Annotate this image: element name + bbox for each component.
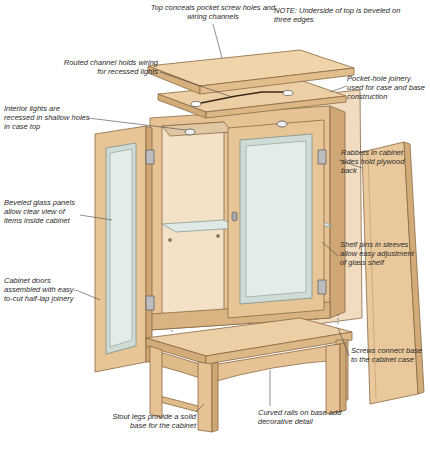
callout-label: Beveled glass panels allow clear view of… xyxy=(4,198,82,225)
callout-label: NOTE: Underside of top is beveled on thr… xyxy=(274,6,404,24)
callout-label: Stout legs provide a solid base for the … xyxy=(96,412,196,430)
callout-label: Screws connect base to the cabinet case xyxy=(351,346,427,364)
callout-label: Rabbets in cabinet sides hold plywood ba… xyxy=(341,148,421,175)
callout-label: Cabinet doors assembled with easy-to-cut… xyxy=(4,276,78,303)
callout-label: Routed channel holds wiring for recessed… xyxy=(60,58,158,76)
callout-label: Top conceals pocket screw holes and wiri… xyxy=(150,3,276,21)
callout-label: Interior lights are recessed in shallow … xyxy=(4,104,90,131)
callout-label: Pocket-hole joinery used for case and ba… xyxy=(347,74,427,101)
callout-label: Curved rails on base add decorative deta… xyxy=(258,408,348,426)
callout-label: Shelf pins in sleeves allow easy adjustm… xyxy=(340,240,422,267)
